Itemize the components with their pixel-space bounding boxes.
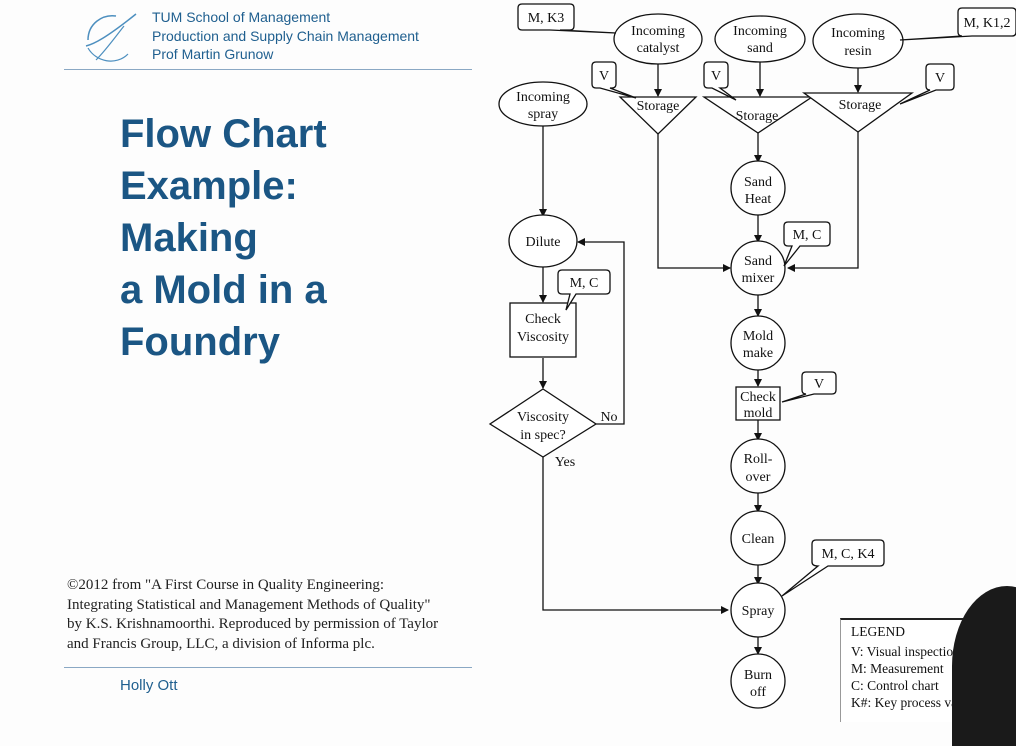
callout-label: M, C: [793, 228, 822, 243]
sand-mixer-label: mixer: [742, 271, 775, 286]
incoming-spray-node: [498, 81, 588, 127]
dilute-node: [508, 214, 578, 268]
incoming-catalyst-node: [613, 13, 703, 65]
slide-left-panel: TUM School of Management Production and …: [0, 0, 480, 720]
mold-make-label: Mold: [743, 329, 773, 344]
callout-bubble: [517, 3, 617, 34]
legend-item: C: Control chart: [851, 678, 939, 693]
citation-line: by K.S. Krishnamoorthi. Reproduced by pe…: [67, 616, 439, 632]
connector: [657, 132, 731, 272]
sand-heat-label: Sand: [744, 175, 772, 190]
burn-off-label: Burn: [744, 668, 772, 683]
sand-mixer-label: Sand: [744, 254, 772, 269]
check-mold-label: Check: [740, 390, 776, 405]
incoming-sand-label: sand: [747, 41, 773, 56]
presenter-name: Holly Ott: [120, 677, 178, 694]
legend-heading: LEGEND: [851, 624, 905, 639]
callout-label: M, K3: [528, 11, 565, 26]
dilute-label: Dilute: [526, 235, 561, 250]
header-school: TUM School of Management: [152, 9, 331, 25]
viscosity-decision-node: [488, 388, 598, 458]
incoming-catalyst-label: catalyst: [637, 41, 680, 56]
title-line: Flow Chart: [120, 112, 327, 156]
roll-over-node: [730, 438, 786, 494]
burn-off-node: [730, 653, 786, 709]
incoming-spray-label: Incoming: [516, 90, 570, 105]
callout-bubble: [781, 371, 837, 403]
connector: [577, 238, 625, 425]
callout-label: V: [711, 69, 721, 84]
storage-label: Storage: [839, 98, 882, 113]
connector: [542, 456, 729, 614]
flowchart: Incoming catalyst Incoming sand Incoming…: [488, 3, 1016, 709]
check-mold-label: mold: [744, 406, 773, 421]
incoming-spray-label: spray: [528, 107, 558, 122]
legend-item: M: Measurement: [851, 661, 944, 676]
callout-bubble: [783, 221, 831, 267]
connector: [787, 132, 859, 272]
callout-label: M, K1,2: [963, 16, 1010, 31]
storage-label: Storage: [637, 99, 680, 114]
no-branch-label: No: [600, 410, 617, 425]
tum-logo-icon: [85, 13, 137, 62]
callout-label: M, C: [570, 276, 599, 291]
incoming-resin-node: [812, 13, 904, 69]
incoming-catalyst-label: Incoming: [631, 24, 685, 39]
mold-make-label: make: [743, 346, 773, 361]
callout-bubble: [703, 61, 737, 101]
mold-make-node: [730, 315, 786, 371]
storage-resin-node: [801, 92, 915, 133]
legend-item: K#: Key process va: [851, 695, 958, 710]
callout-bubble: [899, 63, 955, 105]
citation: ©2012 from "A First Course in Quality En…: [67, 576, 472, 654]
title-line: a Mold in a: [120, 268, 327, 312]
viscosity-decision-label: Viscosity: [517, 410, 569, 425]
yes-branch-label: Yes: [555, 455, 575, 470]
callout-label: V: [935, 71, 945, 86]
slide-title: Flow Chart Example: Making a Mold in a F…: [120, 108, 327, 368]
header-divider: [64, 69, 472, 70]
callout-label: M, C, K4: [822, 547, 875, 562]
header-professor: Prof Martin Grunow: [152, 46, 274, 62]
incoming-sand-node: [714, 15, 806, 63]
sand-mixer-node: [730, 240, 786, 296]
callout-label: V: [814, 377, 824, 392]
incoming-sand-label: Incoming: [733, 24, 787, 39]
callout-bubble: [591, 61, 637, 99]
storage-label: Storage: [736, 109, 779, 124]
citation-line: ©2012 from "A First Course in Quality En…: [67, 577, 385, 593]
citation-line: Integrating Statistical and Management M…: [67, 596, 431, 613]
spray-label: Spray: [742, 604, 775, 619]
spray-node: [730, 582, 786, 638]
check-viscosity-label: Check: [525, 312, 561, 327]
title-line: Foundry: [120, 320, 280, 364]
callout-bubble: [781, 539, 885, 597]
viscosity-decision-label: in spec?: [520, 428, 565, 443]
storage-sand-node: [701, 96, 815, 134]
clean-label: Clean: [742, 532, 775, 547]
check-mold-node: [735, 386, 781, 421]
storage-catalyst-node: [618, 96, 698, 135]
roll-over-label: over: [746, 470, 771, 485]
callout-label: V: [599, 69, 609, 84]
title-line: Example:: [120, 164, 298, 208]
clean-node: [730, 510, 786, 566]
roll-over-label: Roll-: [744, 452, 773, 467]
sand-heat-label: Heat: [745, 192, 772, 207]
check-viscosity-node: [509, 302, 577, 358]
incoming-resin-label: resin: [844, 44, 871, 59]
incoming-resin-label: Incoming: [831, 26, 885, 41]
check-viscosity-label: Viscosity: [517, 330, 569, 345]
legend-item: V: Visual inspection: [851, 644, 960, 659]
footer-divider: [64, 667, 472, 668]
sand-heat-node: [730, 160, 786, 216]
header-department: Production and Supply Chain Management: [152, 28, 419, 44]
callout-bubble: [557, 269, 611, 311]
burn-off-label: off: [750, 685, 766, 700]
title-line: Making: [120, 216, 258, 260]
citation-line: and Francis Group, LLC, a division of In…: [67, 635, 375, 652]
